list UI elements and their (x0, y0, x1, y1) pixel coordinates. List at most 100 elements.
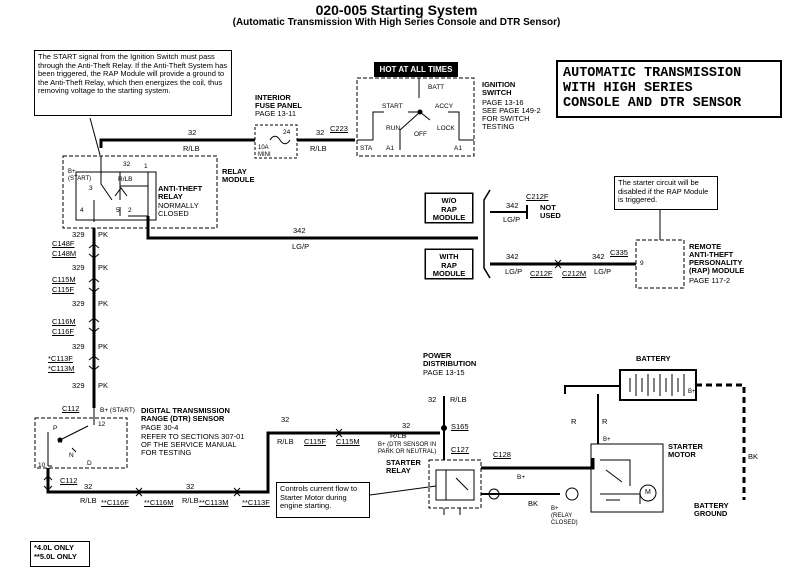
ignition-switch-page: PAGE 13-16 (482, 98, 524, 107)
headline-line-1: AUTOMATIC TRANSMISSION (563, 66, 742, 81)
note-controls-flow: Controls current flow to Starter Motor d… (276, 482, 370, 518)
relay-closed-2: (RELAY (551, 513, 573, 519)
ignition-pin-sta: STA (360, 145, 373, 152)
wire-32-power-label: 32 (428, 395, 437, 404)
conn-c116 (88, 317, 100, 333)
relay-module-label-1: RELAY (222, 167, 247, 176)
dtr-sensor-box (34, 417, 128, 469)
starter-relay-bplus-note-2: PARK OR NEUTRAL) (378, 449, 437, 455)
conn-c112-top: C112 (62, 404, 80, 413)
note-start-signal: The START signal from the Ignition Switc… (34, 50, 232, 116)
fuse-rating-1: 10A (258, 145, 269, 151)
starter-relay-bplus-note-1: B+ (DTR SENSOR IN (378, 442, 437, 448)
wire-pk-1: PK (98, 230, 109, 239)
fuse-panel-label-1: INTERIOR (255, 93, 291, 102)
page-title: 020-005 Starting System (315, 2, 478, 18)
relay-bplus-2: (START) (68, 176, 92, 182)
battery-terminal: B+ (688, 389, 696, 395)
splice-s165 (441, 425, 447, 431)
conn-c113m-b: **C113M (199, 498, 229, 507)
dtr-pin-d: D (87, 460, 92, 467)
starter-relay-label-1: STARTER (386, 458, 421, 467)
wire-329-1: 329 (72, 230, 85, 239)
ignition-pos-lock: LOCK (437, 125, 455, 132)
ignition-switch-label-1: IGNITION (482, 80, 516, 89)
relay-wire-32: 32 (123, 161, 131, 168)
dtr-refer-3: FOR TESTING (141, 448, 192, 457)
conn-c115-b (335, 428, 343, 438)
rap-without-line-2: RAP (441, 204, 457, 214)
remote-rap-label-1: REMOTE (689, 242, 722, 251)
conn-c212 (554, 259, 562, 269)
conn-c116-b (135, 487, 143, 497)
remote-rap-page: PAGE 117-2 (689, 276, 730, 285)
ignition-pivot (417, 109, 423, 115)
wire-rlb-bottom-1: R/LB (80, 496, 97, 505)
dtr-label-1: DIGITAL TRANSMISSION (141, 406, 230, 415)
conn-c112 (43, 475, 53, 491)
relay-pin-2: 2 (128, 207, 132, 214)
conn-c148m: C148M (52, 249, 77, 258)
ignition-switch-label-2: SWITCH (482, 88, 512, 97)
wire-rlb-label-a: R/LB (183, 144, 200, 153)
rap-without-module: W/O RAP MODULE (425, 193, 473, 223)
wire-342-main (146, 216, 478, 240)
wire-32-label-b: 32 (316, 128, 325, 137)
fuse-symbol (269, 135, 291, 145)
relay-closed-1: B+ (551, 506, 559, 512)
relay-terminal-in (488, 488, 500, 500)
wire-rlb-mid-1: R/LB (277, 437, 294, 446)
wire-pk-4: PK (98, 342, 109, 351)
conn-c112-bottom: C112 (60, 476, 78, 485)
power-dist-page: PAGE 13-15 (423, 368, 465, 377)
wire-32-top (99, 138, 255, 148)
wire-32-bottom-2: 32 (186, 482, 195, 491)
conn-c148f: C148F (52, 239, 75, 248)
dtr-refer-1: REFER TO SECTIONS 307-01 (141, 432, 245, 441)
battery-cells (629, 374, 685, 396)
not-used-2: USED (540, 211, 561, 220)
conn-c212f-top: C212F (526, 192, 549, 201)
splice-s165-label: S165 (451, 422, 469, 431)
relay-contacts (93, 156, 149, 222)
wire-32-mid-2: 32 (402, 421, 411, 430)
anti-theft-relay-label-1: ANTI-THEFT (158, 184, 203, 193)
ignition-switch-box (356, 77, 475, 157)
rap-with-line-2: RAP (441, 260, 457, 270)
conn-c115m: C115M (52, 275, 76, 284)
dtr-pin-r: R (58, 438, 63, 445)
relay-pin-3: 3 (89, 185, 93, 192)
footnotes-box: *4.0L ONLY **5.0L ONLY (30, 541, 90, 567)
starter-motor-label-2: MOTOR (668, 450, 696, 459)
wire-32-mid-1: 32 (281, 415, 290, 424)
note-pointer-controls (369, 485, 437, 496)
starter-motor-box (590, 443, 664, 513)
wire-pk-3: PK (98, 299, 109, 308)
headline-box: AUTOMATIC TRANSMISSION WITH HIGH SERIES … (556, 60, 782, 118)
dtr-label-2: RANGE (DTR) SENSOR (141, 414, 225, 423)
fuse-rating-2: MINI (258, 152, 271, 158)
conn-c127-label: C127 (451, 445, 469, 454)
rap-with-line-1: WITH (439, 252, 459, 261)
battery-ground-label-1: BATTERY (694, 501, 729, 510)
ignition-pos-batt: BATT (428, 84, 445, 91)
motor-symbol (639, 484, 657, 502)
rap-without-line-3: MODULE (432, 213, 466, 222)
dtr-pivot (57, 437, 63, 443)
wire-r-c128 (481, 458, 595, 470)
wire-32-dtr-out (46, 431, 440, 494)
starter-motor-m: M (645, 489, 651, 496)
rap-bracket (483, 189, 491, 279)
relay-pin-1: 1 (144, 163, 148, 170)
ignition-pin-a1-left: A1 (386, 145, 394, 152)
rap-with-line-3: MODULE (432, 269, 466, 278)
rap-without-line-1: W/O (441, 196, 457, 205)
conn-c116f-b: **C116F (101, 498, 129, 507)
wire-rlb-mid-2: R/LB (390, 431, 407, 440)
not-used-1: NOT (540, 203, 556, 212)
anti-theft-relay-label-2: RELAY (158, 192, 183, 201)
relay-module-label-2: MODULE (222, 175, 255, 184)
wire-342-notused (490, 205, 528, 219)
relay-state-1: NORMALLY (158, 201, 199, 210)
relay-closed-3: CLOSED) (551, 520, 578, 526)
